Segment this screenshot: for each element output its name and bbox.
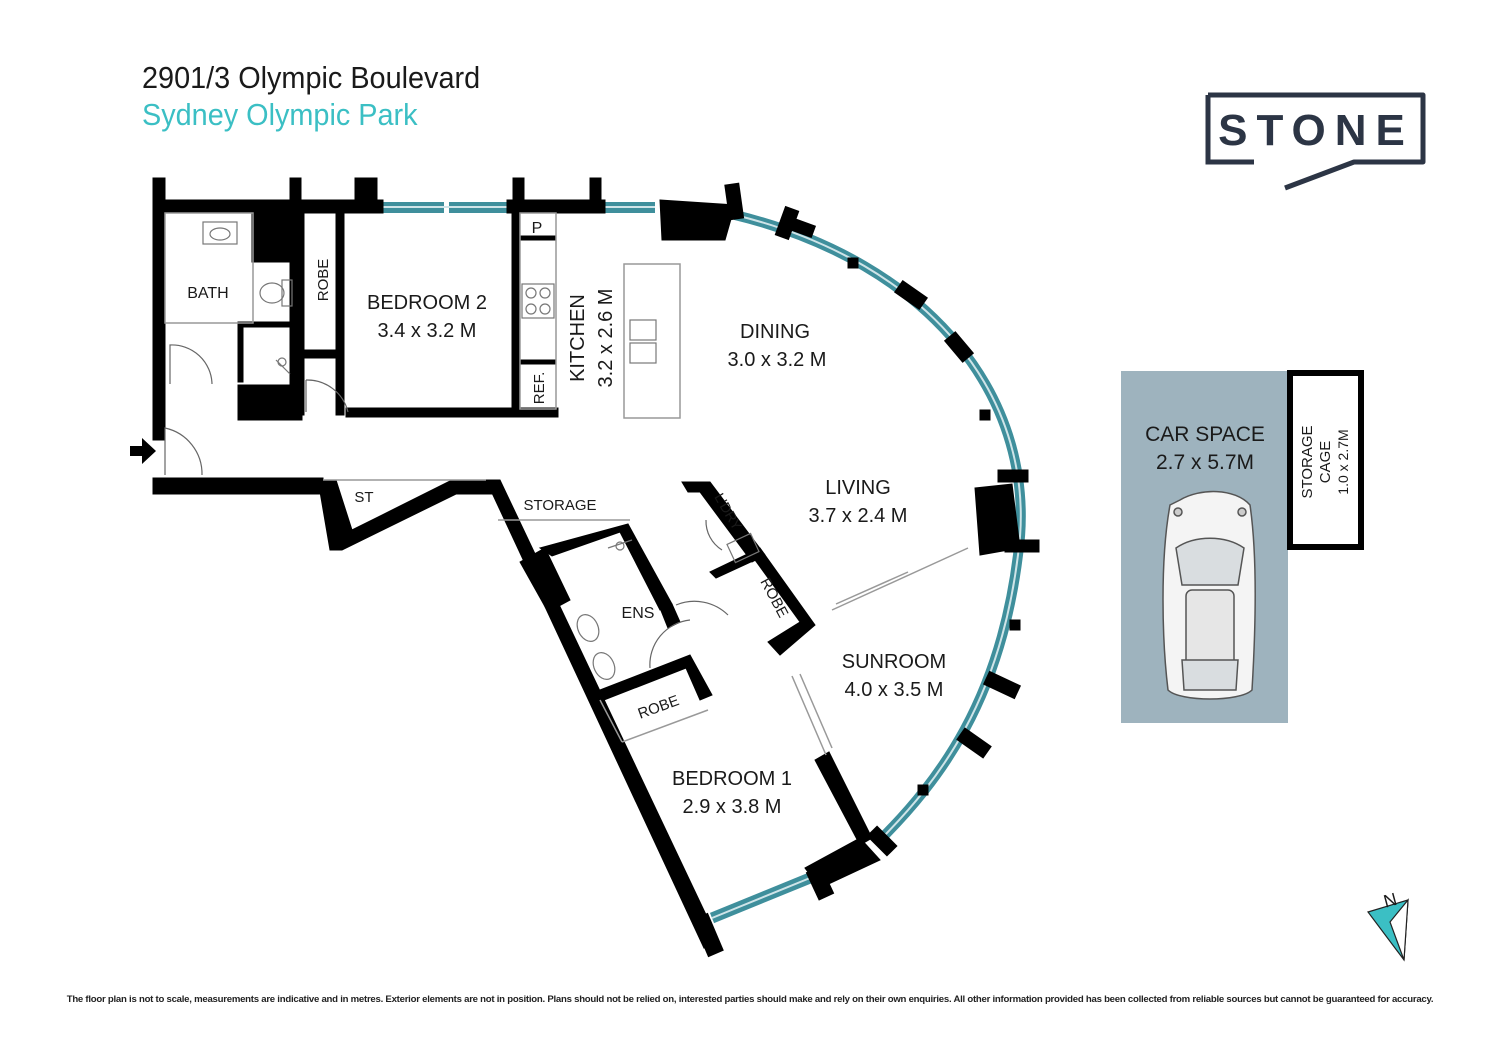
- room-bedroom1-label: BEDROOM 1: [672, 768, 792, 790]
- compass-label: N: [1381, 889, 1399, 912]
- room-living-size: 3.7 x 2.4 M: [809, 505, 908, 527]
- disclaimer: The floor plan is not to scale, measurem…: [66, 994, 1434, 1005]
- storage-cage-label-2: CAGE: [1317, 441, 1334, 484]
- room-kitchen-size: 3.2 x 2.6 M: [595, 289, 617, 388]
- room-robe-bed2-label: ROBE: [315, 259, 332, 302]
- room-ensuite-label: ENS: [622, 605, 655, 622]
- room-kitchen-label: KITCHEN: [567, 294, 589, 382]
- car-icon: [1162, 490, 1256, 700]
- room-pantry-label: P: [532, 220, 543, 237]
- entry-arrow-icon: [130, 438, 156, 464]
- curved-glazing: [733, 210, 1026, 844]
- room-robe-bed1-label: ROBE: [636, 692, 682, 723]
- partitions: [164, 212, 969, 756]
- toilet-icon: [259, 279, 600, 642]
- property-address: 2901/3 Olympic Boulevard: [142, 60, 481, 95]
- car-space-size: 2.7 x 5.7M: [1156, 451, 1254, 474]
- walls: [152, 177, 1040, 958]
- storage-cage-size: 1.0 x 2.7M: [1335, 429, 1351, 494]
- storage-cage-label: STORAGE: [1299, 425, 1316, 498]
- room-dining-label: DINING: [740, 321, 810, 343]
- property-suburb: Sydney Olympic Park: [142, 97, 418, 132]
- room-sunroom-size: 4.0 x 3.5 M: [845, 679, 944, 701]
- room-living-label: LIVING: [825, 477, 891, 499]
- room-ref-label: REF.: [531, 372, 548, 405]
- room-st-label: ST: [354, 489, 373, 506]
- room-bedroom2-label: BEDROOM 2: [367, 292, 487, 314]
- room-bedroom1-size: 2.9 x 3.8 M: [683, 796, 782, 818]
- logo-text: STONE: [1218, 106, 1414, 155]
- room-bedroom2-size: 3.4 x 3.2 M: [378, 320, 477, 342]
- car-space-label: CAR SPACE: [1145, 423, 1265, 446]
- north-arrow-icon: N: [1367, 889, 1409, 962]
- room-bath-label: BATH: [187, 285, 228, 302]
- room-storage-label: STORAGE: [523, 497, 596, 514]
- room-dining-size: 3.0 x 3.2 M: [728, 349, 827, 371]
- stone-logo: STONE: [1205, 92, 1426, 191]
- sink-icon: [202, 221, 760, 680]
- shower-icon: [275, 357, 633, 551]
- cooktop-icon: [521, 283, 555, 319]
- room-sunroom-label: SUNROOM: [842, 651, 946, 673]
